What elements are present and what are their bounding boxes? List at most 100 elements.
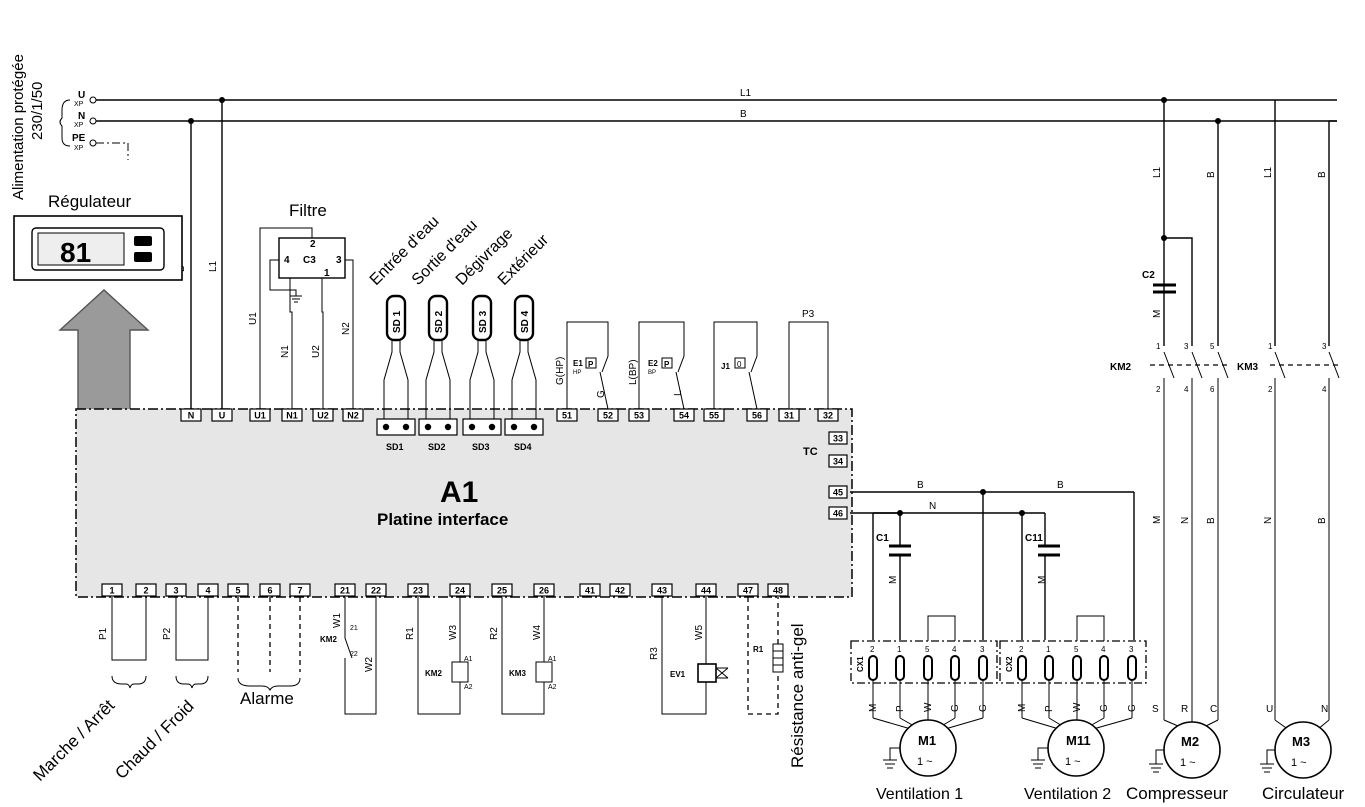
wire-l1-label: L1 <box>208 260 219 272</box>
e2-p: P <box>664 360 670 369</box>
terminal-top-32: 32 <box>817 408 839 422</box>
terminal-side-34-label: 34 <box>833 457 843 467</box>
terminal-side-45: 45 <box>828 485 848 499</box>
wire-p1: P1 <box>98 627 109 640</box>
supply-pe-xp: XP <box>74 145 84 152</box>
km2-pin3: 3 <box>1184 342 1189 351</box>
filter-pin-3: 3 <box>336 255 342 266</box>
wire-u2: U2 <box>311 345 322 358</box>
km2-b: B <box>1206 171 1217 178</box>
wire-p2: P2 <box>162 627 173 640</box>
wire-p3: P3 <box>802 309 815 320</box>
km2-l1: L1 <box>1152 166 1163 178</box>
terminal-top-56: 56 <box>746 408 768 422</box>
terminal-bottom-22: 22 <box>365 583 387 597</box>
alarme-label: Alarme <box>240 689 294 708</box>
terminal-bottom-3: 3 <box>165 583 187 597</box>
connector-2: CX2 <box>1005 656 1014 672</box>
coil-km3-a2: A2 <box>548 684 557 691</box>
terminal-bottom-7-label: 7 <box>297 586 302 596</box>
sensor-id-4: SD 4 <box>520 310 531 333</box>
terminal-top-55-label: 55 <box>709 411 719 421</box>
terminal-bottom-44: 44 <box>695 583 717 597</box>
motor-m2 <box>1163 721 1221 779</box>
wire-w2: W2 <box>364 657 375 672</box>
board-name: A1 <box>440 476 478 509</box>
terminal-top-U-label: U <box>219 411 226 421</box>
terminal-top-U1-label: U1 <box>254 411 266 421</box>
r1-res-label: R1 <box>753 645 764 654</box>
terminal-top-54-label: 54 <box>679 411 689 421</box>
sensor-terminal-1: SD1 <box>386 442 404 452</box>
regulator-down-icon[interactable] <box>134 252 152 262</box>
fan-caption-1: Ventilation 1 <box>876 786 963 803</box>
terminal-bottom-24: 24 <box>449 583 471 597</box>
svg-text:1: 1 <box>1046 645 1051 654</box>
j1-sym: 0 <box>737 360 742 369</box>
supply-brace <box>59 99 71 147</box>
terminal-bottom-5-label: 5 <box>235 586 240 596</box>
coil-km2-a1: A1 <box>464 656 473 663</box>
wire-r1: R1 <box>405 627 416 640</box>
e1-p: P <box>588 360 594 369</box>
terminal-top-N2-label: N2 <box>347 411 359 421</box>
terminal-bottom-26: 26 <box>533 583 555 597</box>
m3-caption: Circulateur <box>1262 784 1345 803</box>
regulator-up-icon[interactable] <box>134 236 152 246</box>
svg-text:2: 2 <box>870 645 875 654</box>
aux-22: 22 <box>350 651 358 658</box>
supply-n-xp: XP <box>74 122 84 129</box>
e1-g-hp: G(HP) <box>555 357 566 385</box>
terminal-bottom-2-label: 2 <box>143 586 148 596</box>
wire-r2: R2 <box>489 627 500 640</box>
m2-pin-s: S <box>1152 704 1159 715</box>
capacitor-2: C11 <box>1025 533 1043 544</box>
filter-label: Filtre <box>289 201 327 220</box>
terminal-top-53: 53 <box>628 408 650 422</box>
km3-label: KM3 <box>1237 362 1259 373</box>
svg-text:2: 2 <box>1019 645 1024 654</box>
wire-w5: W5 <box>694 625 705 640</box>
terminal-bottom-7: 7 <box>289 583 311 597</box>
fan-1-wire-4: G <box>978 704 989 712</box>
svg-text:M: M <box>1037 576 1048 584</box>
fan-wire-n: N <box>929 501 936 512</box>
filter-pin-1: 1 <box>324 268 330 279</box>
m3-wire-n: N <box>1263 517 1274 524</box>
motor-label-2: M11 <box>1066 733 1091 748</box>
terminal-bottom-44-label: 44 <box>701 586 711 596</box>
km2-pin2: 2 <box>1156 385 1161 394</box>
terminal-bottom-24-label: 24 <box>455 586 465 596</box>
regulator: Régulateur 81 <box>13 192 183 525</box>
km3-pin4: 4 <box>1322 385 1327 394</box>
chaud-froid-label: Chaud / Froid <box>111 697 197 783</box>
regulator-label: Régulateur <box>48 192 132 211</box>
svg-text:1 ~: 1 ~ <box>1065 756 1081 768</box>
m2-label: M2 <box>1181 734 1199 749</box>
sensor-id-3: SD 3 <box>478 310 489 333</box>
terminal-top-U2: U2 <box>312 408 334 422</box>
terminal-side-45-label: 45 <box>833 488 843 498</box>
pressure-switches: P E1 HP G(HP) G P E2 BP L(BP) L 0 J1 P3 <box>555 309 829 410</box>
wire-u1: U1 <box>248 312 259 325</box>
m3-pin-u: U <box>1266 704 1273 715</box>
filter-pin-4: 4 <box>284 255 290 266</box>
terminal-bottom-1: 1 <box>101 583 123 597</box>
svg-text:4: 4 <box>952 645 957 654</box>
m3-wire-b: B <box>1317 517 1328 524</box>
m2-phase: 1 ~ <box>1180 757 1196 769</box>
terminal-bottom-47: 47 <box>737 583 759 597</box>
terminal-side-33-label: 33 <box>833 434 843 444</box>
wire-n2: N2 <box>341 322 352 335</box>
terminal-bottom-25-label: 25 <box>497 586 507 596</box>
terminal-bottom-21: 21 <box>334 583 356 597</box>
terminal-bottom-48: 48 <box>767 583 789 597</box>
fan-2-wire-1: P <box>1044 705 1055 712</box>
regulator-display: 81 <box>60 237 91 268</box>
sensor-id-2: SD 2 <box>434 310 445 333</box>
bottom-wiring: P1 P2 Marche / Arrêt Chaud / Froid Alarm… <box>29 597 807 785</box>
km2-label: KM2 <box>1110 362 1132 373</box>
fan-2-wire-4: G <box>1127 704 1138 712</box>
supply-title-line2: 230/1/50 <box>29 82 46 140</box>
